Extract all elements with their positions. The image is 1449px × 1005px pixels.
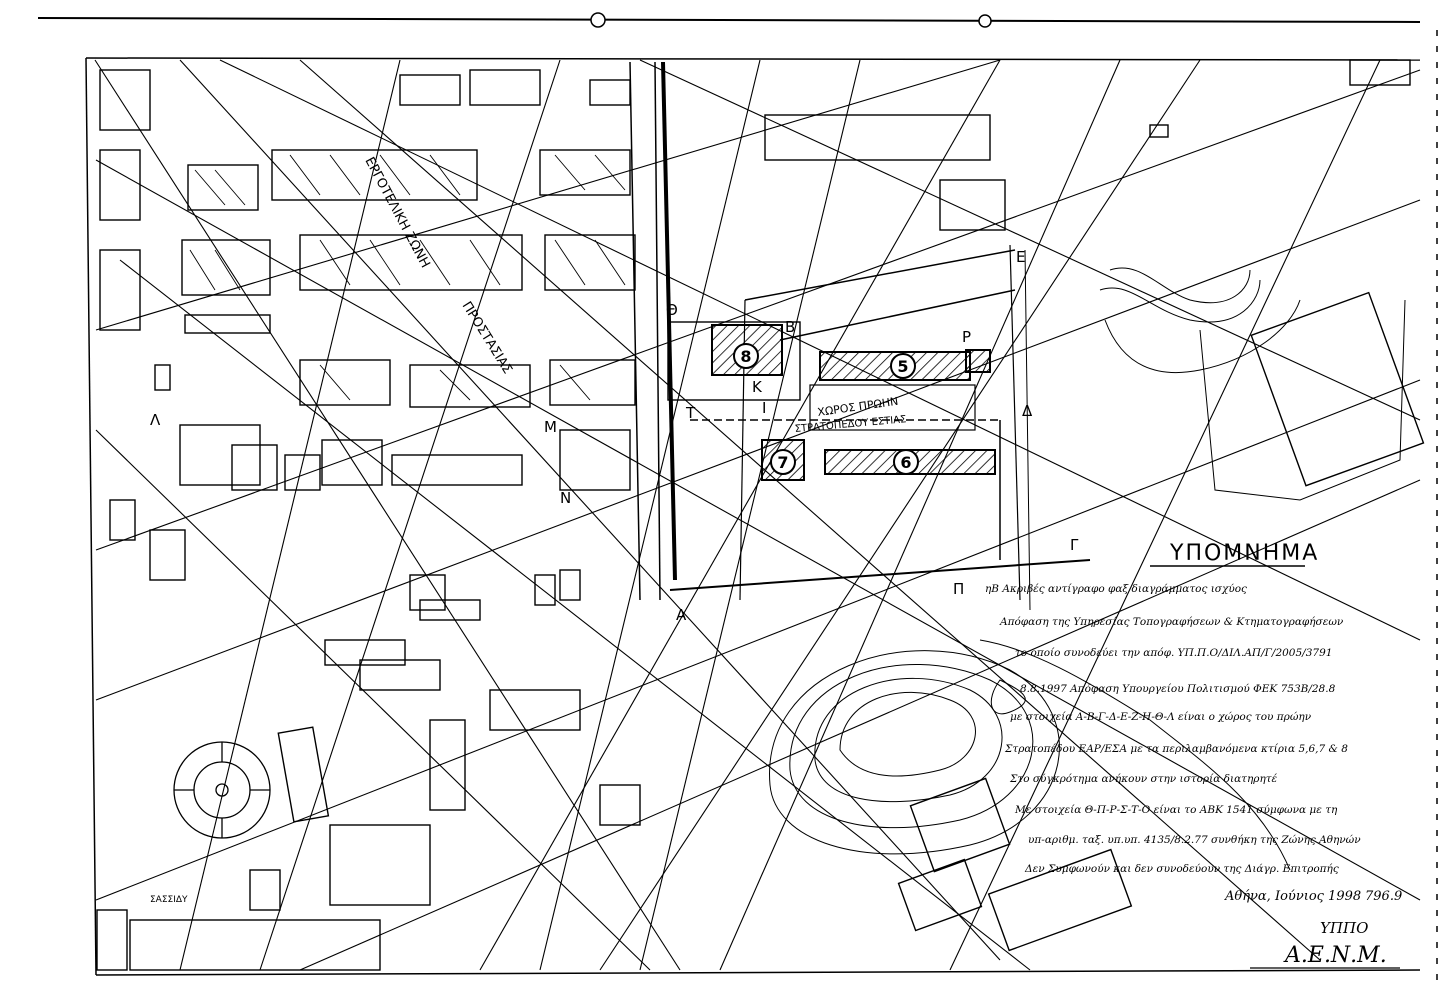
area-label-line2: ΣΤΡΑΤΟΠΕΔΟΥ ΕΣΤΙΑΣ bbox=[794, 414, 907, 435]
building-markers: 8 5 6 7 bbox=[733, 343, 919, 475]
legend-line-9: υπ-αριθμ. ταξ. υπ.υπ. 4135/8.2.77 συνθήκ… bbox=[1028, 833, 1361, 846]
street-labels: ΕΡΓΟΤΕΛΙΚΗ ΖΩΝΗ ΠΡΟΣΤΑΣΙΑΣ ΣΑΣΣΙΔΥ bbox=[150, 155, 515, 905]
street-label-ergoteli: ΕΡΓΟΤΕΛΙΚΗ ΖΩΝΗ bbox=[361, 155, 432, 271]
plot-boundary bbox=[629, 61, 1091, 601]
city-blocks bbox=[96, 59, 1425, 971]
scan-border bbox=[37, 12, 1438, 990]
marker-8: 8 bbox=[740, 347, 751, 366]
point-M: Μ bbox=[544, 418, 557, 436]
point-Pi: Π bbox=[953, 580, 964, 598]
point-Lambda: Λ bbox=[150, 411, 161, 429]
point-B: Β bbox=[785, 318, 795, 336]
point-Gamma: Γ bbox=[1070, 536, 1079, 554]
point-Rho: Ρ bbox=[962, 328, 971, 346]
point-N: Ν bbox=[560, 489, 571, 507]
legend-line-10: Δεν Συμφωνούν και δεν συνοδεύουν της Διά… bbox=[1024, 862, 1339, 875]
point-E: Ε bbox=[1016, 248, 1025, 266]
legend-line-7: Στο σύγκρότημα ανήκουν στην ιστορία διατ… bbox=[1009, 772, 1278, 785]
legend-line-4: 8.8.1997 Απόφαση Υπουργείου Πολιτισμού Φ… bbox=[1020, 682, 1336, 695]
street-label-sassidy: ΣΑΣΣΙΔΥ bbox=[150, 895, 188, 905]
signature-top: ΥΠΠΟ bbox=[1320, 919, 1368, 937]
hatched-buildings bbox=[667, 321, 996, 481]
legend-line-5: με στοιχεία Α-Β-Γ-Δ-Ε-Ζ-Η-Θ-Λ είναι ο χώ… bbox=[1010, 710, 1312, 723]
building-annex bbox=[965, 349, 991, 373]
marker-5: 5 bbox=[897, 357, 908, 376]
point-A: A bbox=[676, 606, 687, 624]
circular-plaza bbox=[173, 741, 271, 839]
point-Tau: Τ bbox=[685, 404, 696, 422]
point-Delta: Δ bbox=[1022, 402, 1033, 420]
marker-6: 6 bbox=[900, 453, 911, 472]
point-labels: A Λ Μ Ν Θ Ε Ρ Δ Γ Π Τ Ι Κ Β bbox=[150, 248, 1079, 624]
legend-line-6: Στρατοπέδου ΕΑΡ/ΕΣΑ με τα περιλαμβανόμεν… bbox=[1004, 742, 1348, 755]
legend: ΥΠΟΜΝΗΜΑ ηΒ Ακριβές αντίγραφο φαξ διαγρά… bbox=[985, 541, 1402, 969]
legend-number: 796.9 bbox=[1365, 889, 1402, 904]
legend-line-8: Με στοιχεία Θ-Π-Ρ-Σ-Τ-Ο είναι το ΑΒΚ 154… bbox=[1014, 803, 1338, 816]
legend-date: Αθήνα, Ιούνιος 1998 bbox=[1224, 889, 1361, 904]
block-hatching bbox=[189, 154, 626, 401]
legend-title: ΥΠΟΜΝΗΜΑ bbox=[1169, 541, 1319, 566]
contour-lines bbox=[769, 249, 1406, 871]
point-Kappa: Κ bbox=[752, 378, 763, 396]
marker-7: 7 bbox=[777, 453, 788, 472]
survey-grid-lines bbox=[94, 59, 1421, 971]
point-I: Ι bbox=[762, 399, 766, 417]
legend-line-2: Απόφαση της Υπηρεσίας Τοπογραφήσεων & Κτ… bbox=[999, 615, 1344, 628]
map-frame bbox=[85, 57, 1421, 976]
signature-block: Α.Ε.Ν.Μ. bbox=[1283, 943, 1387, 968]
legend-line-3: το οποίο συνοδεύει την απόφ. ΥΠ.Π.Ο/ΔΙΛ.… bbox=[1015, 646, 1332, 659]
legend-line-1: ηΒ Ακριβές αντίγραφο φαξ διαγράμματος ισ… bbox=[985, 582, 1247, 595]
point-Theta: Θ bbox=[666, 301, 678, 319]
